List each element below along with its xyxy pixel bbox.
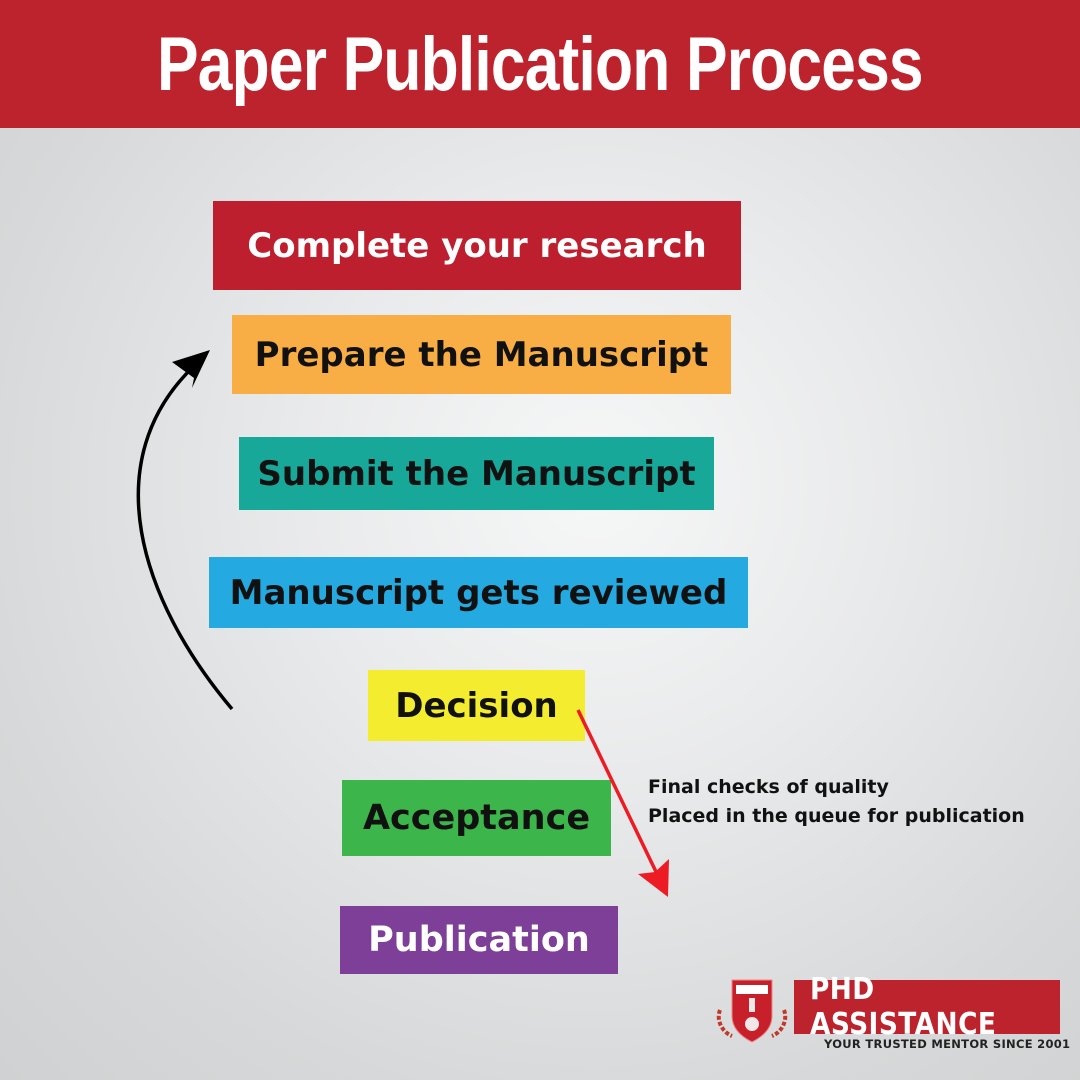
step-decision: Decision bbox=[368, 670, 585, 741]
brand-logo: PHD ASSISTANCE YOUR TRUSTED MENTOR SINCE… bbox=[714, 972, 1071, 1056]
curved-arrow-up-icon bbox=[136, 350, 234, 711]
step-complete-research: Complete your research bbox=[213, 201, 741, 290]
note-line: Final checks of quality bbox=[648, 776, 889, 798]
note-line: Placed in the queue for publication bbox=[648, 805, 1025, 827]
step-label: Complete your research bbox=[247, 225, 707, 266]
step-label: Prepare the Manuscript bbox=[254, 334, 709, 375]
step-submit-manuscript: Submit the Manuscript bbox=[239, 437, 714, 510]
annotation-note: Final checks of quality Placed in the qu… bbox=[648, 773, 1025, 831]
header-banner: Paper Publication Process bbox=[0, 0, 1080, 128]
brand-name: PHD ASSISTANCE bbox=[809, 972, 997, 1042]
step-label: Manuscript gets reviewed bbox=[229, 572, 728, 613]
step-label: Publication bbox=[368, 920, 590, 960]
shield-crest-icon bbox=[716, 979, 788, 1043]
step-label: Submit the Manuscript bbox=[257, 453, 696, 494]
step-publication: Publication bbox=[340, 906, 618, 974]
brand-tagline: YOUR TRUSTED MENTOR SINCE 2001 bbox=[824, 1037, 1071, 1051]
step-acceptance: Acceptance bbox=[342, 780, 611, 856]
brand-name-box: PHD ASSISTANCE bbox=[794, 972, 1060, 1042]
page-title: Paper Publication Process bbox=[157, 21, 924, 107]
step-label: Decision bbox=[395, 685, 558, 726]
step-manuscript-reviewed: Manuscript gets reviewed bbox=[209, 557, 748, 628]
step-prepare-manuscript: Prepare the Manuscript bbox=[232, 315, 731, 394]
step-label: Acceptance bbox=[362, 798, 591, 838]
